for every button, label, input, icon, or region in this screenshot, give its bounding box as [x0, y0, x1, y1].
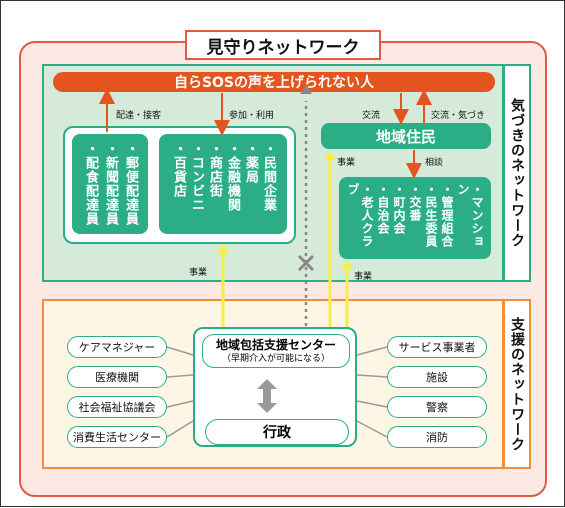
group-item: ・新聞配達員 — [103, 142, 118, 226]
group-item: ・商店街 — [207, 142, 222, 198]
fire-department-pill: 消防 — [387, 426, 487, 448]
group-item: ・管理組合 — [440, 183, 454, 248]
label-exchange: 交流 — [362, 111, 381, 121]
social-welfare-council-pill: 社会福祉協議会 — [67, 396, 167, 418]
consumer-center-pill: 消費生活センター — [67, 426, 167, 448]
comprehensive-support-center: 地域包括支援センター （早期介入が可能になる） — [202, 334, 350, 368]
label-consult: 相談 — [425, 158, 444, 168]
label-business-lower: 事業 — [354, 272, 373, 282]
postal-group-box: ・郵便配達員 ・新聞配達員 ・配食配達員 — [72, 134, 148, 234]
community-residents-box: 地域住民 — [321, 123, 491, 149]
service-provider-pill: サービス事業者 — [387, 336, 487, 358]
center-title: 地域包括支援センター — [215, 338, 336, 352]
commerce-group-box: ・民間企業 ・薬局 ・金融機関 ・商店街 ・コンビニ ・百貨店 — [159, 134, 287, 234]
support-connectors — [166, 346, 388, 438]
support-network-label: 支援のネットワーク — [503, 299, 531, 469]
facility-pill: 施設 — [387, 366, 487, 388]
label-business-left: 事業 — [189, 268, 208, 278]
care-manager-pill: ケアマネジャー — [67, 336, 167, 358]
sos-banner: 自らSOSの声を上げられない人 — [53, 72, 495, 92]
group-item: ・百貨店 — [171, 142, 186, 198]
blocked-x-icon — [297, 254, 315, 272]
two-way-arrow-icon — [257, 379, 277, 413]
group-item: ・民生委員 — [424, 183, 438, 248]
group-item: ・民間企業 — [261, 142, 276, 212]
residents-group-box: ・マンション ・管理組合 ・民生委員 ・交番 ・町内会 ・自治会 ・老人クラブ — [339, 177, 491, 259]
center-subtitle: （早期介入が可能になる） — [221, 354, 330, 364]
group-item: ・町内会 — [392, 183, 406, 235]
label-business-right: 事業 — [337, 158, 356, 168]
label-delivery: 配達・接客 — [116, 111, 162, 121]
label-exchange-notice: 交流・気づき — [431, 111, 486, 121]
dashed-arrow-head — [300, 85, 312, 94]
diagram-title: 見守りネットワーク — [185, 30, 381, 60]
group-item: ・老人クラブ — [346, 183, 374, 248]
group-item: ・薬局 — [243, 142, 258, 184]
group-item: ・コンビニ — [189, 142, 204, 212]
administration-box: 行政 — [205, 419, 349, 445]
label-participation: 参加・利用 — [229, 111, 275, 121]
group-item: ・自治会 — [376, 183, 390, 235]
group-item: ・郵便配達員 — [123, 142, 138, 226]
group-item: ・配食配達員 — [83, 142, 98, 226]
group-item: ・金融機関 — [225, 142, 240, 212]
group-item: ・マンション — [456, 183, 484, 248]
group-item: ・交番 — [408, 183, 422, 222]
medical-institution-pill: 医療機関 — [67, 366, 167, 388]
awareness-network-label: 気づきのネットワーク — [503, 64, 531, 282]
police-pill: 警察 — [387, 396, 487, 418]
